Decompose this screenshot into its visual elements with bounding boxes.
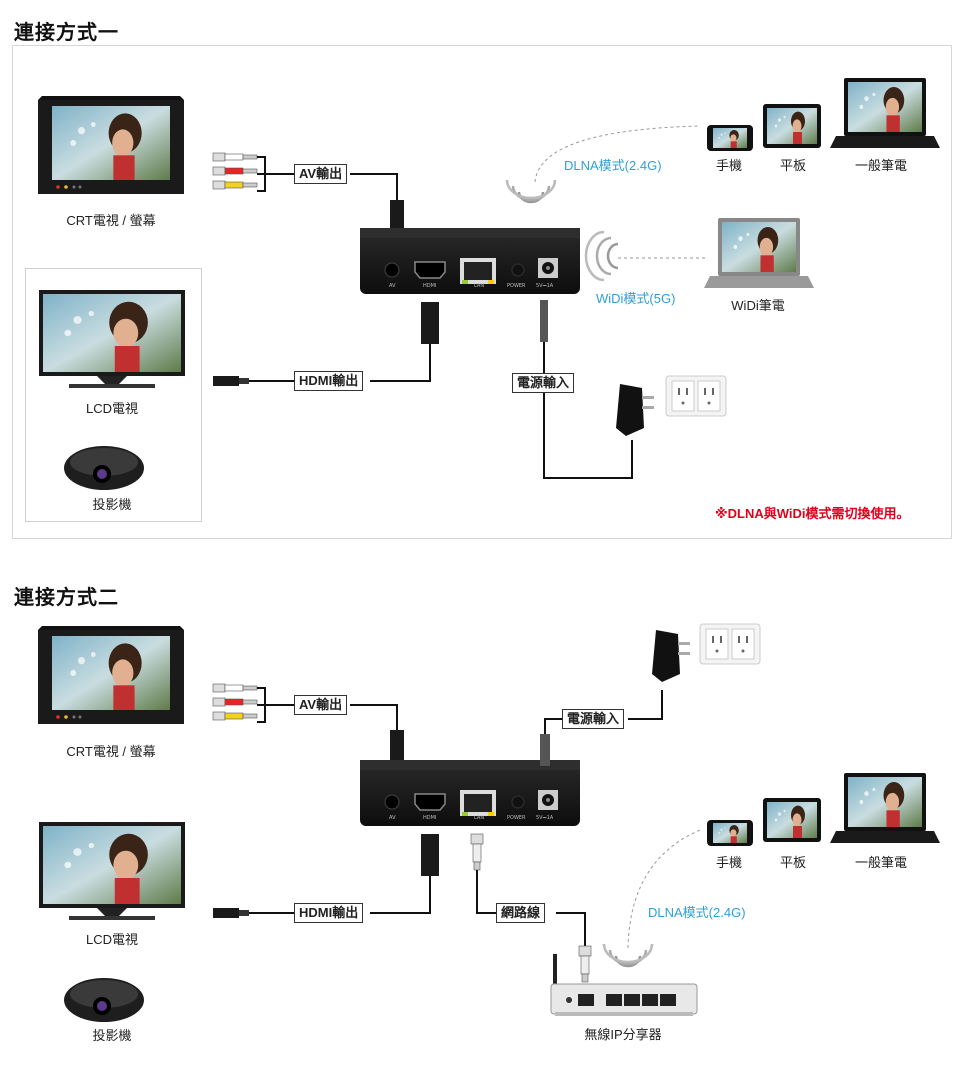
projector-1 <box>64 446 144 490</box>
av-out-tag-1: AV輸出 <box>294 164 348 184</box>
power-adapter-2 <box>652 630 690 682</box>
router-2 <box>550 954 698 1016</box>
phone-label-2: 手機 <box>715 855 743 870</box>
port-lan-label-1: LAN <box>474 283 485 289</box>
port-lan-label-2: LAN <box>474 815 485 821</box>
dlna-label-2: DLNA模式(2.4G) <box>648 905 746 920</box>
widi-laptop-label-1: WiDi筆電 <box>731 298 785 313</box>
crt-tv-1 <box>38 96 184 194</box>
wall-outlet-1 <box>665 375 727 417</box>
phone-1 <box>707 125 753 151</box>
power-in-tag-1: 電源輸入 <box>512 373 575 393</box>
port-spec-label-2: 5V⎓1A <box>536 815 554 821</box>
tablet-1 <box>763 104 821 148</box>
port-spec-label-1: 5V⎓1A <box>536 283 554 289</box>
power-cable-1 <box>543 340 633 479</box>
port-hdmi-label-1: HDMI <box>423 283 437 289</box>
wall-outlet-2 <box>699 623 761 665</box>
section-2-title: 連接方式二 <box>14 587 119 609</box>
lcd-tv-1 <box>39 290 185 388</box>
hdmi-cable-2 <box>249 876 431 914</box>
phone-label-1: 手機 <box>715 158 743 173</box>
av-cable-1 <box>257 156 398 204</box>
crt-label-2: CRT電視 / 螢幕 <box>66 744 156 759</box>
wifi-signal-dlna-1 <box>505 178 557 204</box>
tablet-label-1: 平板 <box>779 158 807 173</box>
lcd-label-1: LCD電視 <box>85 401 139 416</box>
laptop-label-1: 一般筆電 <box>854 158 908 173</box>
laptop-2 <box>830 773 940 843</box>
av-plug-2 <box>390 730 404 762</box>
rca-connector-2 <box>212 683 258 721</box>
av-cable-2 <box>257 687 398 734</box>
lcd-tv-2 <box>39 822 185 920</box>
dlna-label-1: DLNA模式(2.4G) <box>564 158 662 173</box>
projector-label-2: 投影機 <box>92 1028 132 1043</box>
laptop-1 <box>830 78 940 148</box>
tablet-label-2: 平板 <box>779 855 807 870</box>
av-out-tag-2: AV輸出 <box>294 695 348 715</box>
power-plug-1 <box>540 300 548 342</box>
port-power-label-1: POWER <box>507 283 526 289</box>
power-adapter-1 <box>616 384 654 436</box>
mode-note-1: ※DLNA與WiDi模式需切換使用。 <box>715 506 910 521</box>
port-hdmi-label-2: HDMI <box>423 815 437 821</box>
network-cable-tag-2: 網路線 <box>496 903 546 923</box>
projector-label-1: 投影機 <box>92 497 132 512</box>
crt-label-1: CRT電視 / 螢幕 <box>66 213 156 228</box>
network-cable-2 <box>476 870 586 950</box>
dlna-link-1 <box>534 125 701 183</box>
hdmi-out-tag-1: HDMI輸出 <box>294 371 364 391</box>
port-power-label-2: POWER <box>507 815 526 821</box>
hdmi-out-tag-2: HDMI輸出 <box>294 903 364 923</box>
hdmi-plug-left-2 <box>213 908 249 918</box>
rca-connector-1 <box>212 152 258 190</box>
hdmi-plug-left-1 <box>213 376 249 386</box>
port-av-label-2: AV <box>389 815 396 821</box>
lan-plug-router-2 <box>578 945 592 983</box>
laptop-label-2: 一般筆電 <box>854 855 908 870</box>
lan-plug-device-2 <box>470 833 484 871</box>
widi-laptop-1 <box>704 218 814 288</box>
power-plug-2 <box>540 734 550 766</box>
router-label-2: 無線IP分享器 <box>584 1027 662 1042</box>
tablet-2 <box>763 798 821 842</box>
projector-2 <box>64 978 144 1022</box>
power-in-tag-2: 電源輸入 <box>562 709 625 729</box>
port-av-label-1: AV <box>389 283 396 289</box>
widi-label-1: WiDi模式(5G) <box>596 291 676 306</box>
av-plug-1 <box>390 200 404 232</box>
dlna-link-2 <box>627 829 701 949</box>
crt-tv-2 <box>38 626 184 724</box>
lcd-label-2: LCD電視 <box>85 932 139 947</box>
hdmi-plug-device-2 <box>421 834 439 876</box>
hdmi-cable-1 <box>249 344 431 382</box>
section-1-title: 連接方式一 <box>14 22 119 44</box>
hdmi-plug-device-1 <box>421 302 439 344</box>
wifi-signal-widi-1 <box>584 230 620 282</box>
phone-2 <box>707 820 753 846</box>
